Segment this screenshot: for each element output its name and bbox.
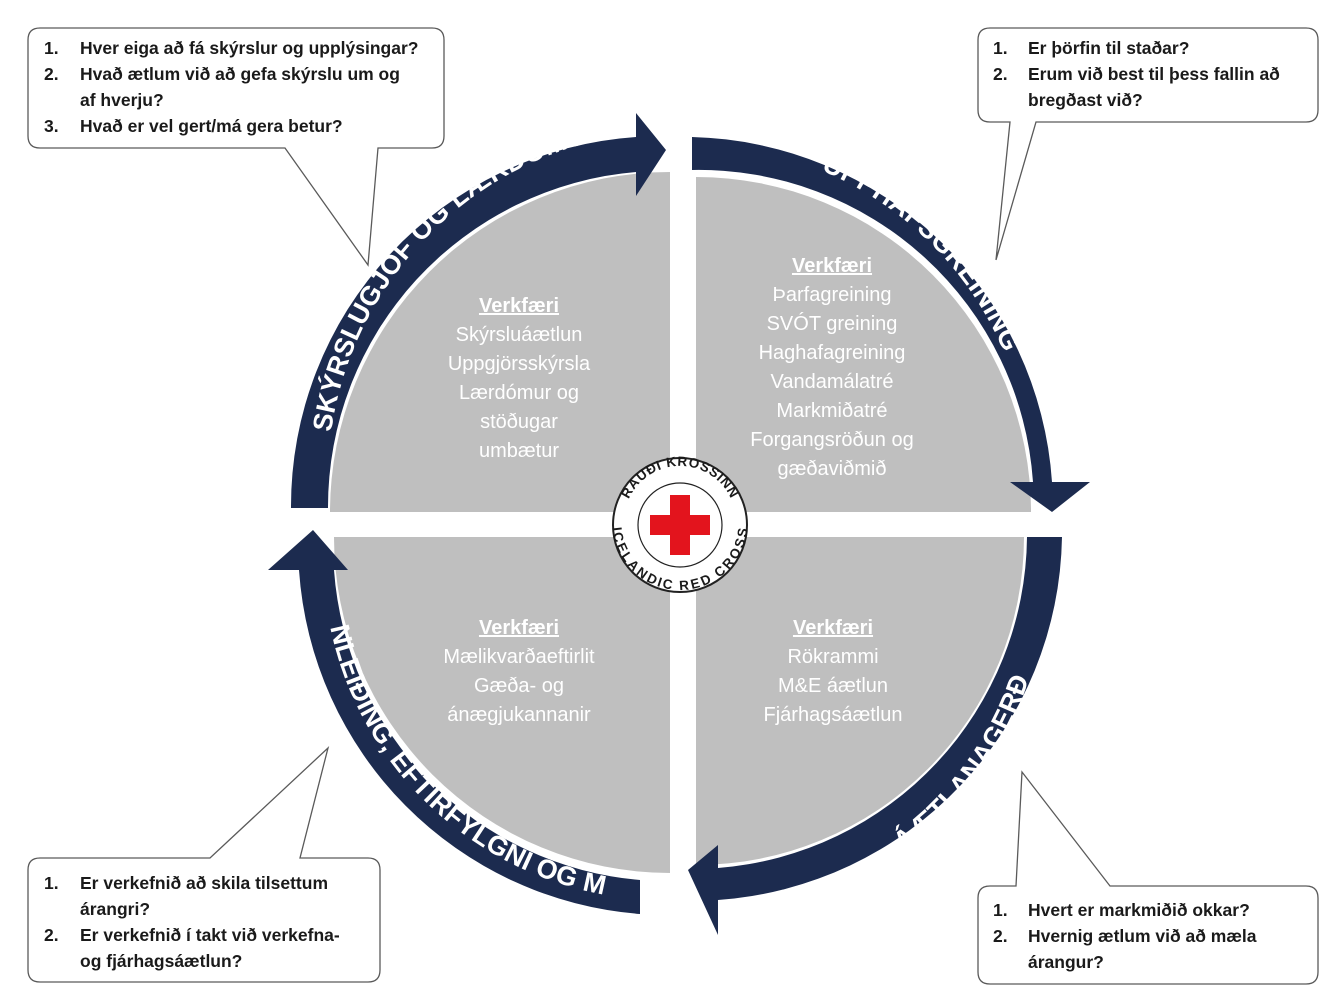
callout-number: 2. [993,926,1008,946]
callout-number: 1. [993,38,1008,58]
tools-top-left: VerkfæriSkýrsluáætlunUppgjörsskýrslaLærd… [448,295,591,462]
tools-item: Gæða- og [474,675,564,697]
callout-number: 2. [44,64,59,84]
callout-number: 1. [44,38,59,58]
callout-line: Er verkefnið í takt við verkefna- [80,925,340,945]
callout-top-left: 1. Hver eiga að fá skýrslur og upplýsinga… [27,27,445,267]
tools-item: Forgangsröðun og [750,429,913,451]
tools-item: Markmiðatré [776,400,887,422]
tools-item: ánægjukannanir [447,704,591,726]
callout-number: 3. [44,116,59,136]
callout-line: og fjárhagsáætlun? [80,951,242,971]
quadrant-bottom-right [696,537,1024,865]
tools-item: M&E áætlun [778,675,888,697]
tools-item: Vandamálatré [770,371,893,393]
tools-item: stöðugar [480,411,558,433]
tools-item: Þarfagreining [773,284,892,306]
callout-line: Er verkefnið að skila tilsettum [80,873,328,893]
callout-bottom-left-text: 1. Er verkefnið að skila tilsettum árangri… [44,873,340,971]
tools-item: Fjárhagsáætlun [764,704,903,726]
callout-top-right-bubble [977,27,1319,261]
callout-top-left-bubble [27,27,445,267]
callout-line: Er þörfin til staðar? [1028,38,1189,58]
callout-line: Erum við best til þess fallin að [1028,64,1280,84]
callout-bottom-right-text: 1. Hvert er markmiðið okkar? 2. Hvernig ætl… [993,900,1257,972]
callout-top-right-text: 1. Er þörfin til staðar? 2. Erum við best t… [993,38,1280,110]
callout-line: Hvað ætlum við að gefa skýrslu um og [80,64,400,84]
tools-item: Lærdómur og [459,382,579,404]
callout-bottom-left: 1. Er verkefnið að skila tilsettum árangri… [27,746,381,983]
tools-item: Rökrammi [787,646,878,668]
quadrants [330,172,1031,873]
callout-line: Hver eiga að fá skýrslur og upplýsingar? [80,38,418,58]
callout-line: Hvert er markmiðið okkar? [1028,900,1250,920]
tools-title: Verkfæri [792,255,872,277]
callout-number: 2. [993,64,1008,84]
quadrant-top-right [696,177,1031,512]
callout-line: árangur? [1028,952,1104,972]
callout-number: 1. [993,900,1008,920]
callout-line: af hverju? [80,90,164,110]
callout-line: Hvernig ætlum við að mæla [1028,926,1257,946]
cycle-arrows [268,113,1090,935]
tools-item: Uppgjörsskýrsla [448,353,591,375]
quadrant-texts: VerkfæriSkýrsluáætlunUppgjörsskýrslaLærd… [443,255,913,726]
tools-item: umbætur [479,440,559,462]
tools-item: gæðaviðmið [778,458,887,480]
tools-item: Mælikvarðaeftirlit [443,646,595,668]
arrow-skyrslugjof [290,113,666,508]
callout-number: 1. [44,873,59,893]
arrow-aaetlanagerd [688,537,1062,935]
arrow-innleiding [268,530,640,914]
callout-bottom-left-bubble [27,746,381,983]
tools-item: Haghafagreining [759,342,906,364]
callout-bottom-right: 1. Hvert er markmiðið okkar? 2. Hvernig ætl… [977,770,1319,985]
callout-line: bregðast við? [1028,90,1143,110]
tools-title: Verkfæri [793,617,873,639]
tools-item: Skýrsluáætlun [456,324,583,346]
tools-title: Verkfæri [479,617,559,639]
tools-item: SVÓT greining [767,312,898,335]
callout-bottom-right-bubble [977,770,1319,985]
quadrant-bottom-left-arc [334,537,670,873]
arrow-upphafsgreining [692,137,1090,512]
callout-top-right: 1. Er þörfin til staðar? 2. Erum við best t… [977,27,1319,261]
callout-top-left-text: 1. Hver eiga að fá skýrslur og upplýsinga… [44,38,418,136]
tools-title: Verkfæri [479,295,559,317]
callout-line: árangri? [80,899,150,919]
red-cross-icon [650,495,710,555]
callout-line: Hvað er vel gert/má gera betur? [80,116,343,136]
callout-number: 2. [44,925,59,945]
quadrant-top-left [330,172,670,512]
